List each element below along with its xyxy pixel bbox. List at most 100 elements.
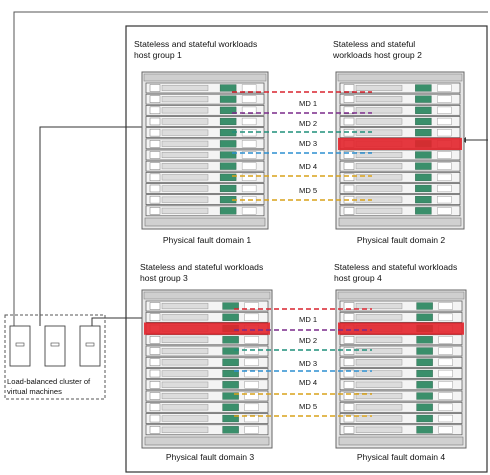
- server-drive-strip: [355, 118, 403, 125]
- server-unit: [145, 300, 269, 312]
- server-status-panel: [416, 403, 433, 411]
- server-drive-strip: [161, 185, 209, 192]
- cluster-box: [4, 314, 106, 400]
- server-bay: [343, 426, 355, 434]
- md-label-top-4: MD 4: [299, 162, 318, 171]
- server-status-panel: [416, 336, 433, 344]
- highlighted-server: [338, 137, 462, 150]
- server-unit: [145, 356, 269, 368]
- connector-line-cluster-to-group1: [39, 126, 146, 326]
- server-unit: [339, 368, 463, 379]
- group1-title: Stateless and stateful workloads host gr…: [134, 39, 257, 61]
- server-unit: [145, 345, 269, 357]
- server-status-panel: [415, 95, 432, 103]
- server-status-panel: [415, 151, 432, 159]
- server-status-panel: [219, 151, 237, 159]
- group4-title-line1: Stateless and stateful workloads: [334, 262, 458, 272]
- server-drive-strip: [161, 370, 209, 377]
- server-drive-strip: [161, 336, 209, 343]
- server-status-panel: [222, 313, 239, 321]
- server-bay: [149, 381, 161, 389]
- server-port-panel: [244, 403, 259, 411]
- server-status-panel: [415, 162, 432, 170]
- group3-title-line2: host group 3: [140, 273, 188, 283]
- server-drive-strip: [355, 207, 403, 214]
- server-bay: [149, 106, 161, 115]
- server-unit: [339, 390, 463, 402]
- server-drive-strip: [161, 196, 209, 203]
- fault-domain-1-label: Physical fault domain 1: [162, 235, 252, 245]
- fault-domain-4-label: Physical fault domain 4: [356, 452, 446, 462]
- md-label-bottom-5: MD 5: [299, 402, 318, 411]
- group1-title-line1: Stateless and stateful workloads: [134, 39, 258, 49]
- vm-server-icon-1: [9, 325, 31, 367]
- server-drive-strip: [161, 302, 209, 310]
- server-port-panel: [438, 347, 453, 355]
- server-unit: [145, 205, 265, 217]
- server-port-panel: [438, 426, 453, 434]
- rack-top-cap: [143, 73, 267, 82]
- server-port-panel: [437, 151, 452, 159]
- server-status-panel: [222, 302, 239, 310]
- rack-top-cap: [337, 291, 465, 300]
- server-status-panel: [415, 106, 432, 114]
- server-bay: [343, 403, 355, 412]
- highlighted-server: [338, 322, 464, 335]
- server-rack-3: [141, 289, 273, 449]
- rack-base: [338, 436, 464, 446]
- server-unit: [145, 127, 265, 138]
- server-bay: [343, 95, 355, 103]
- server-unit: [145, 334, 269, 346]
- vm-server-icon-3: [79, 325, 101, 367]
- server-bay: [149, 302, 161, 310]
- server-port-panel: [244, 414, 259, 423]
- server-port-panel: [437, 117, 452, 126]
- server-port-panel: [437, 162, 452, 170]
- md-label-top-5: MD 5: [299, 186, 318, 195]
- server-bay: [149, 313, 161, 322]
- group2-title-line1: Stateless and stateful: [333, 39, 416, 49]
- server-port-panel: [437, 207, 452, 215]
- server-drive-strip: [161, 359, 209, 366]
- server-port-panel: [241, 184, 257, 193]
- server-bay: [343, 347, 355, 355]
- server-status-panel: [415, 207, 432, 215]
- md-label-bottom-3: MD 3: [299, 359, 318, 368]
- server-drive-strip: [355, 336, 403, 343]
- server-drive-strip: [161, 415, 209, 422]
- rack-top-cap: [337, 73, 463, 82]
- server-status-panel: [222, 403, 239, 411]
- server-port-panel: [241, 117, 257, 126]
- server-bay: [343, 313, 355, 322]
- server-bay: [343, 151, 355, 159]
- server-unit: [339, 127, 461, 138]
- server-port-panel: [244, 381, 259, 389]
- server-unit: [339, 334, 463, 346]
- server-status-panel: [415, 84, 432, 92]
- server-status-panel: [219, 84, 237, 92]
- server-drive-strip: [355, 107, 403, 114]
- server-status-panel: [222, 358, 239, 366]
- cluster-label-line1: Load-balanced cluster of: [7, 377, 91, 386]
- server-drive-strip: [355, 314, 403, 321]
- server-status-panel: [219, 106, 237, 114]
- server-status-panel: [415, 117, 432, 126]
- server-bay: [343, 392, 355, 400]
- group3-title-line1: Stateless and stateful workloads: [140, 262, 264, 272]
- server-status-panel: [222, 392, 239, 400]
- server-drive-strip: [355, 381, 403, 388]
- server-unit: [339, 379, 463, 391]
- server-drive-strip: [355, 359, 403, 366]
- server-status-panel: [415, 173, 432, 181]
- server-bay: [149, 95, 161, 103]
- server-status-panel: [222, 336, 239, 344]
- server-status-panel: [415, 129, 432, 137]
- server-drive-strip: [161, 314, 209, 321]
- server-unit: [145, 424, 269, 436]
- server-drive-strip: [355, 347, 403, 355]
- server-status-panel: [416, 414, 433, 423]
- server-port-panel: [438, 358, 453, 366]
- server-drive-strip: [161, 140, 209, 147]
- md-label-top-3: MD 3: [299, 139, 318, 148]
- server-unit: [145, 183, 265, 194]
